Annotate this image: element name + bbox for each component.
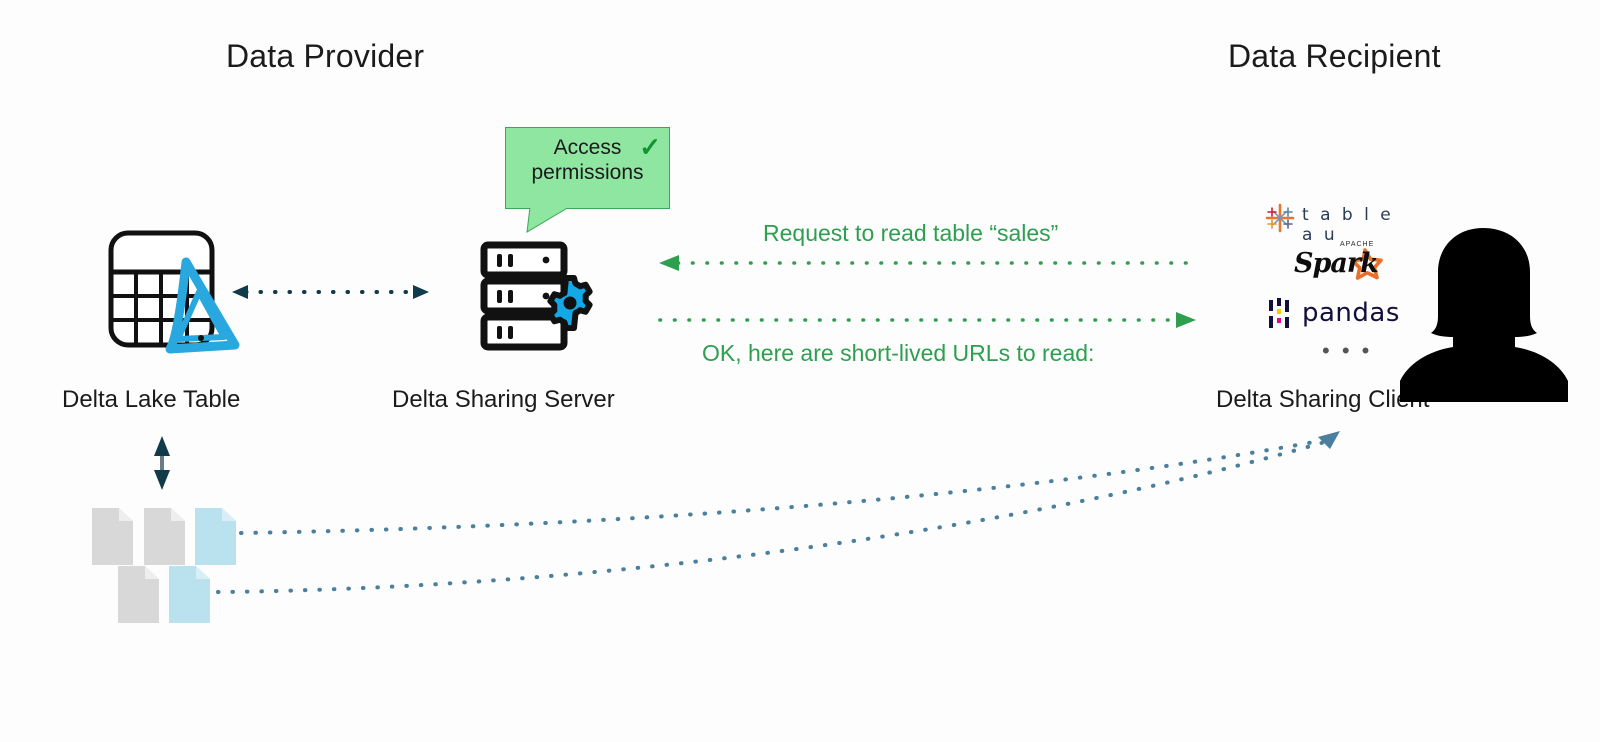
- access-permissions-bubble: Access permissions ✓: [505, 127, 670, 209]
- table-server-arrow: [232, 285, 429, 299]
- response-arrow-label: OK, here are short-lived URLs to read:: [702, 340, 1095, 366]
- vertical-double-arrow-icon: [154, 436, 170, 490]
- person-silhouette-icon: [1400, 228, 1568, 402]
- tableau-logo-text: t a b l e a u: [1302, 205, 1394, 245]
- caption-delta-sharing-server: Delta Sharing Server: [392, 386, 615, 413]
- file-document-icon: [118, 566, 159, 623]
- bubble-text: Access permissions: [531, 136, 644, 184]
- delta-lake-table-icon: [108, 230, 215, 348]
- tableau-asterisk-icon: [1265, 203, 1295, 233]
- data-transfer-paths: [216, 431, 1340, 594]
- response-arrow: [658, 312, 1196, 328]
- file-document-icon: [92, 508, 133, 565]
- file-document-icon: [144, 508, 185, 565]
- check-icon: ✓: [639, 132, 661, 162]
- file-row-2: [118, 566, 210, 623]
- request-arrow: [659, 255, 1194, 271]
- file-row-1: [92, 508, 236, 565]
- pandas-logo-text: pandas: [1302, 298, 1400, 328]
- spark-logo: APACHE Spark: [1262, 241, 1412, 286]
- caption-delta-sharing-client: Delta Sharing Client: [1216, 386, 1430, 413]
- pandas-bars-icon: [1269, 298, 1289, 328]
- file-document-icon: [169, 566, 210, 623]
- delta-triangle-logo: [165, 257, 240, 354]
- request-arrow-label: Request to read table “sales”: [763, 220, 1059, 246]
- header-data-provider: Data Provider: [226, 38, 425, 74]
- server-rack-icon: [480, 241, 568, 351]
- spark-logo-text: Spark: [1294, 248, 1379, 279]
- header-data-recipient: Data Recipient: [1228, 38, 1441, 74]
- spark-apache-text: APACHE: [1340, 241, 1375, 248]
- file-document-icon: [195, 508, 236, 565]
- client-logo-stack: t a b l e a u APACHE Spark pandas: [1262, 198, 1412, 368]
- spark-star-icon: [1351, 248, 1383, 280]
- tableau-logo: t a b l e a u: [1262, 198, 1412, 245]
- pandas-logo: pandas: [1262, 296, 1412, 336]
- logo-ellipsis: • • •: [1322, 338, 1373, 363]
- gear-icon: [547, 275, 593, 331]
- caption-delta-lake-table: Delta Lake Table: [62, 386, 241, 413]
- bubble-tail: [526, 206, 571, 233]
